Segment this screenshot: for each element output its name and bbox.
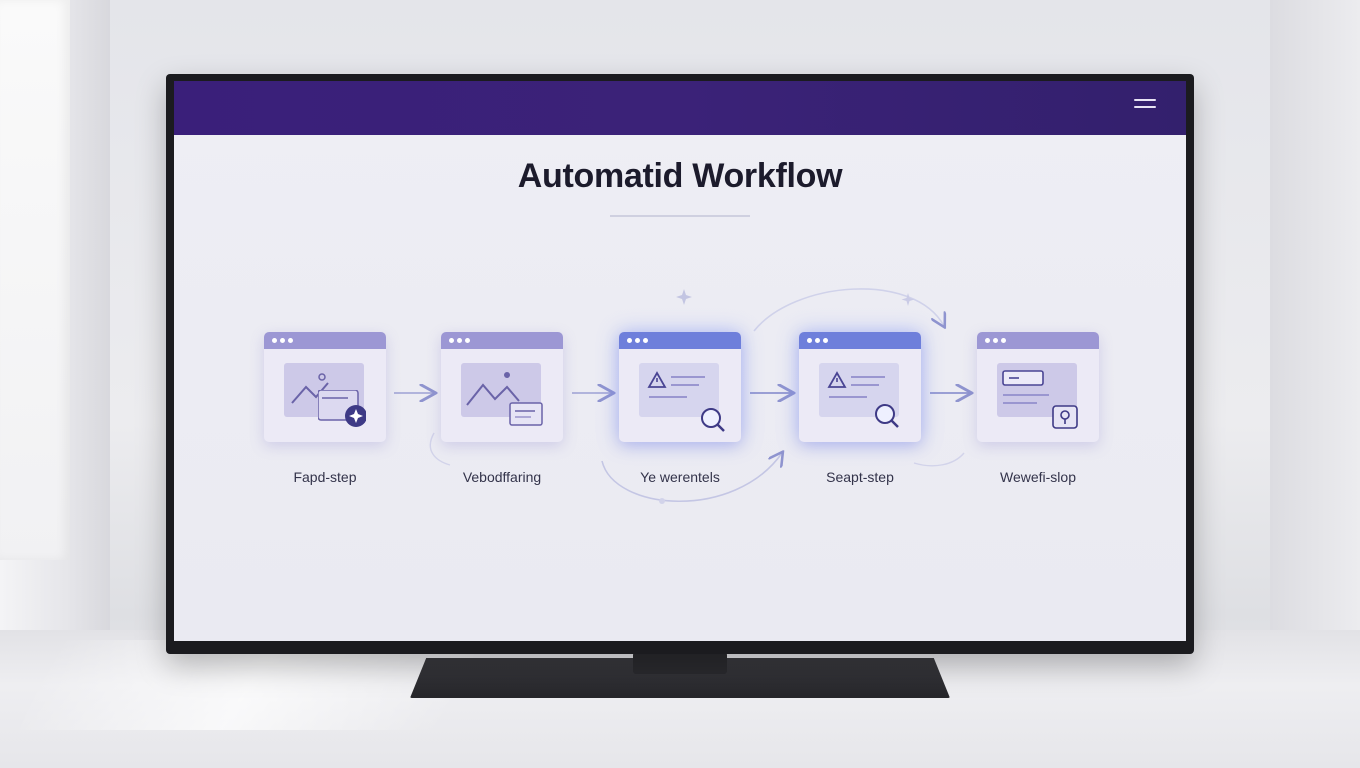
document-card-icon xyxy=(509,402,545,428)
dot-marker xyxy=(659,498,665,504)
sparkle-icon xyxy=(901,293,915,306)
sparkle-badge-icon xyxy=(317,389,367,428)
card-titlebar xyxy=(441,332,563,349)
step-5-label: Wewefi-slop xyxy=(1000,469,1076,485)
step-1-label: Fapd-step xyxy=(293,469,357,485)
title-divider xyxy=(610,215,750,217)
page-title: Automatid Workflow xyxy=(517,157,843,195)
hamburger-menu-icon[interactable] xyxy=(1134,99,1156,113)
card-titlebar xyxy=(799,332,921,349)
step-4-label: Seapt-step xyxy=(826,469,894,485)
tv-bezel: Automatid Workflow xyxy=(166,74,1194,654)
workflow-step-1-card[interactable] xyxy=(264,332,386,442)
curve-arrow-upper xyxy=(753,288,944,332)
search-icon xyxy=(873,402,901,430)
curve-arrow-lower xyxy=(601,453,782,503)
curve-arrow-left xyxy=(429,432,451,466)
curve-arrow-right xyxy=(913,452,965,467)
sparkle-icon xyxy=(676,289,692,305)
header-bar xyxy=(174,81,1186,135)
workflow-step-2-card[interactable] xyxy=(441,332,563,442)
tv-stand-neck xyxy=(633,652,727,674)
card-titlebar xyxy=(977,332,1099,349)
workflow-step-3-card[interactable] xyxy=(619,332,741,442)
step-3-label: Ye werentels xyxy=(640,469,720,485)
workflow-connectors xyxy=(394,288,1186,504)
card-titlebar xyxy=(264,332,386,349)
workflow-step-4-card[interactable] xyxy=(799,332,921,442)
workflow-step-5-card[interactable] xyxy=(977,332,1099,442)
step-2-label: Vebodffaring xyxy=(462,469,542,485)
warning-document-icon xyxy=(639,363,719,417)
card-titlebar xyxy=(619,332,741,349)
window-light xyxy=(0,0,70,560)
tv-screen: Automatid Workflow xyxy=(174,81,1186,641)
search-icon xyxy=(699,406,727,434)
room-wall-right xyxy=(1270,0,1360,640)
location-pin-icon xyxy=(1051,402,1081,432)
